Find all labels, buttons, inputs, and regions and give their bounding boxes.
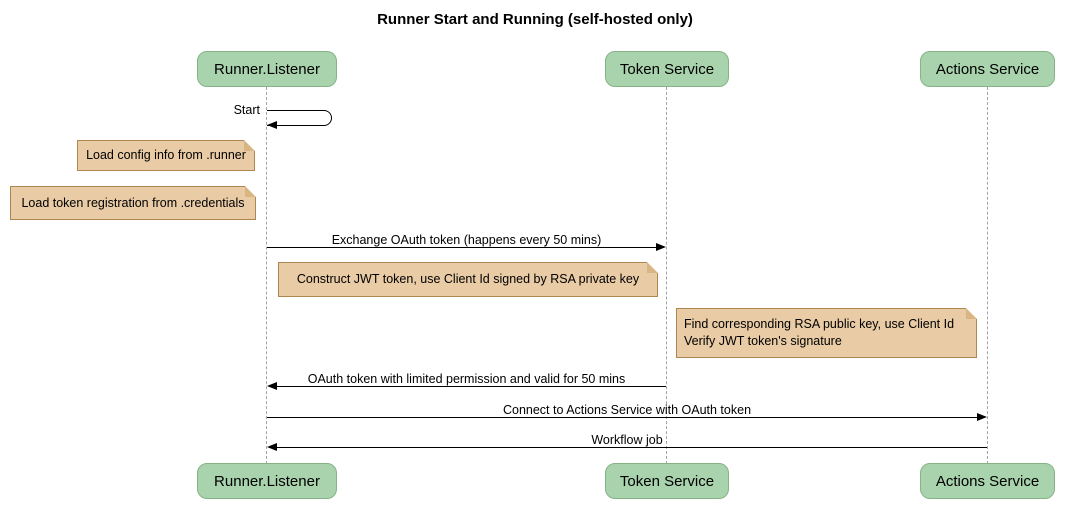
message-workflow-line (272, 447, 987, 448)
note-verify-jwt: Find corresponding RSA public key, use C… (676, 308, 977, 358)
participant-actions-service-top: Actions Service (920, 51, 1055, 87)
participant-label: Runner.Listener (214, 472, 320, 490)
participant-actions-service-bottom: Actions Service (920, 463, 1055, 499)
message-oauth-return-line (272, 386, 666, 387)
note-load-credentials: Load token registration from .credential… (10, 186, 256, 220)
note-text-line2: Verify JWT token's signature (684, 334, 842, 348)
participant-token-service-top: Token Service (605, 51, 729, 87)
participant-runner-listener-bottom: Runner.Listener (197, 463, 337, 499)
note-construct-jwt: Construct JWT token, use Client Id signe… (278, 262, 658, 297)
note-text: Load config info from .runner (86, 148, 246, 162)
message-workflow-label: Workflow job (591, 433, 663, 447)
participant-label: Runner.Listener (214, 60, 320, 78)
note-text: Load token registration from .credential… (21, 195, 245, 210)
message-connect-arrowhead (977, 413, 987, 421)
message-oauth-return-arrowhead (267, 382, 277, 390)
message-oauth-return-label: OAuth token with limited permission and … (307, 372, 626, 386)
participant-label: Actions Service (935, 472, 1040, 490)
lifeline-token-service (666, 87, 667, 464)
note-text: Construct JWT token, use Client Id signe… (296, 272, 640, 286)
message-exchange-label: Exchange OAuth token (happens every 50 m… (331, 233, 602, 247)
lifeline-actions-service (987, 87, 988, 464)
message-workflow-arrowhead (267, 443, 277, 451)
participant-label: Token Service (619, 472, 715, 490)
start-self-arrow (267, 110, 332, 126)
participant-label: Actions Service (935, 60, 1040, 78)
lifeline-runner-listener (266, 87, 267, 464)
participant-label: Token Service (619, 60, 715, 78)
diagram-title: Runner Start and Running (self-hosted on… (377, 11, 693, 28)
participant-runner-listener-top: Runner.Listener (197, 51, 337, 87)
note-load-config: Load config info from .runner (77, 140, 255, 171)
message-exchange-line (267, 247, 661, 248)
message-connect-line (267, 417, 982, 418)
start-arrowhead (267, 121, 277, 129)
message-connect-label: Connect to Actions Service with OAuth to… (502, 403, 752, 417)
participant-token-service-bottom: Token Service (605, 463, 729, 499)
note-text-line1: Find corresponding RSA public key, use C… (684, 317, 955, 331)
message-start-label: Start (233, 103, 260, 117)
message-exchange-arrowhead (656, 243, 666, 251)
